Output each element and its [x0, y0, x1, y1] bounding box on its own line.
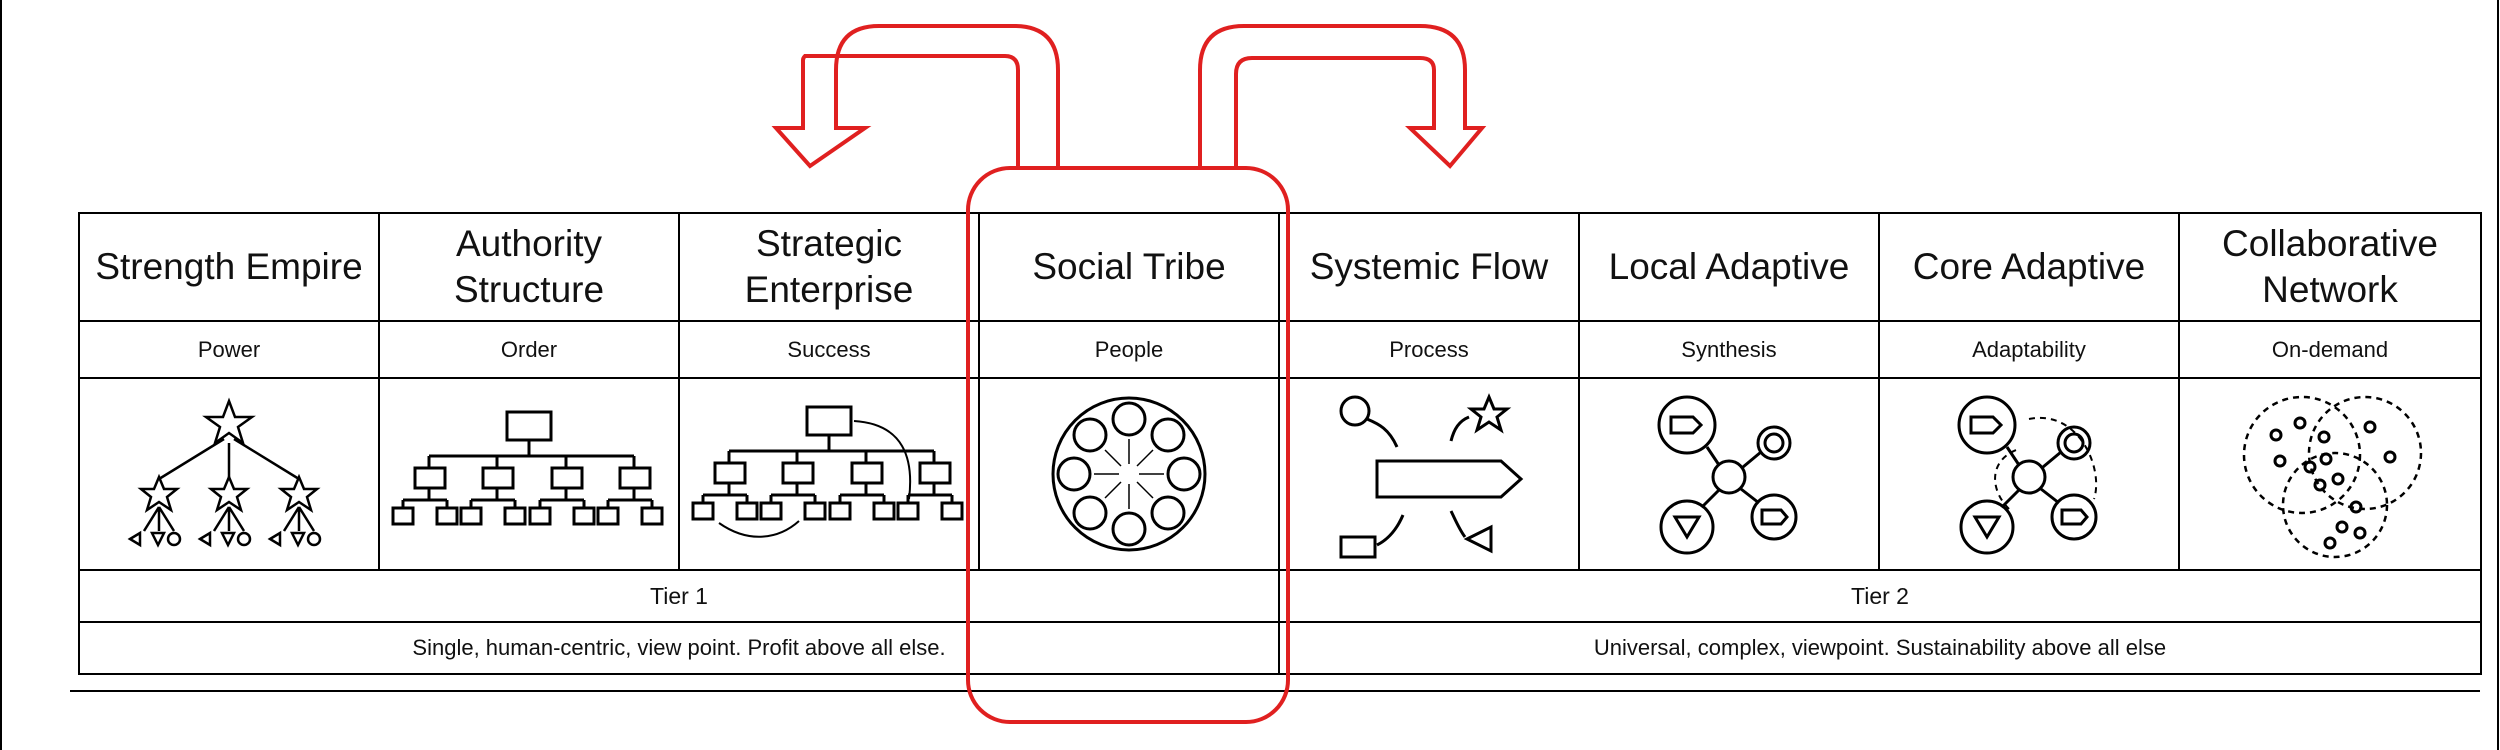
- tier-2-label: Tier 2: [1278, 569, 2482, 623]
- organization-models-table: Strength Empire Authority Structure Stra…: [78, 212, 2482, 675]
- arrow-left-icon: [771, 24, 1060, 169]
- model-name: Local Adaptive: [1578, 212, 1880, 322]
- model-name: Core Adaptive: [1878, 212, 2180, 322]
- tier-1-label: Tier 1: [78, 569, 1280, 623]
- table-bottom-rule: [70, 690, 2480, 692]
- org-chart-icon: [391, 410, 664, 526]
- model-name: Authority Structure: [378, 212, 680, 322]
- model-value: Adaptability: [1878, 320, 2180, 379]
- model-name: Social Tribe: [978, 212, 1280, 322]
- description-row: Single, human-centric, view point. Profi…: [78, 621, 2482, 675]
- page-left-border: [0, 0, 2, 750]
- model-value: On-demand: [2178, 320, 2482, 379]
- tier-2-description: Universal, complex, viewpoint. Sustainab…: [1278, 621, 2482, 675]
- adaptive-network-icon: [1957, 395, 2098, 555]
- model-value: Synthesis: [1578, 320, 1880, 379]
- tier-row: Tier 1 Tier 2: [78, 569, 2482, 623]
- model-value: Success: [678, 320, 980, 379]
- model-value: People: [978, 320, 1280, 379]
- matrix-org-chart-icon: [691, 405, 964, 538]
- model-value: Process: [1278, 320, 1580, 379]
- page-right-border: [2497, 0, 2499, 750]
- arrow-right-icon: [1198, 24, 1487, 169]
- model-name: Strategic Enterprise: [678, 212, 980, 322]
- model-names-row: Strength Empire Authority Structure Stra…: [78, 212, 2482, 322]
- model-icons-row: [78, 377, 2482, 571]
- overlapping-circles-icon: [2242, 395, 2423, 558]
- tier-1-description: Single, human-centric, view point. Profi…: [78, 621, 1280, 675]
- model-name: Systemic Flow: [1278, 212, 1580, 322]
- star-hierarchy-icon: [127, 397, 322, 548]
- node-network-icon: [1657, 395, 1798, 555]
- model-name: Strength Empire: [78, 212, 380, 322]
- model-values-row: Power Order Success People Process Synth…: [78, 320, 2482, 379]
- model-value: Order: [378, 320, 680, 379]
- model-name: Collaborative Network: [2178, 212, 2482, 322]
- circle-of-people-icon: [1051, 396, 1207, 552]
- model-value: Power: [78, 320, 380, 379]
- process-flow-icon: [1339, 393, 1524, 559]
